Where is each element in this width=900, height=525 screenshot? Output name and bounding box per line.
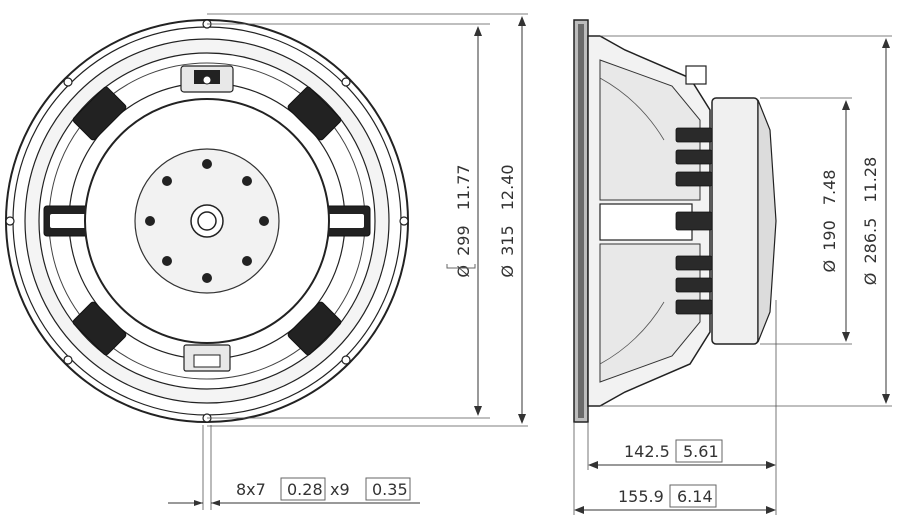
mounting-holes-in-b: 0.35	[372, 480, 408, 499]
spoke-top-left	[72, 86, 127, 141]
svg-text:Ø 299 11.77: Ø 299 11.77	[454, 164, 473, 277]
mounting-holes-in-a: 0.28	[287, 480, 323, 499]
side-motor-ribs	[675, 127, 713, 315]
magnet-diameter-dimension: Ø 190 7.48	[820, 170, 839, 273]
svg-text:Ø 190 7.48: Ø 190 7.48	[820, 170, 839, 273]
rear-diameter-dimension: Ø 286.5 11.28	[861, 157, 880, 285]
mounting-hole-dimension: 8x7 0.28 x9 0.35	[236, 477, 411, 501]
baffle-cutout-dimension: Ø 299 11.77	[454, 164, 473, 277]
mounting-holes	[5, 19, 409, 423]
outer-diameter-mm: 315	[498, 225, 517, 256]
overall-depth-mm: 155.9	[618, 487, 664, 506]
spoke-top-right	[287, 86, 342, 141]
baffle-cutout-in: 11.77	[454, 164, 473, 210]
pole-vent	[197, 211, 217, 231]
mounting-depth-dimension: 142.5 5.61	[624, 439, 723, 463]
outer-diameter-in: 12.40	[498, 164, 517, 210]
diameter-symbol: Ø	[454, 265, 473, 278]
front-dimension-lines	[168, 13, 528, 510]
svg-text:Ø 315 12.40: Ø 315 12.40	[498, 164, 517, 277]
mounting-depth-mm: 142.5	[624, 442, 670, 461]
mounting-holes-count: 8x7	[236, 480, 266, 499]
overall-depth-in: 6.14	[677, 487, 713, 506]
diameter-symbol: Ø	[861, 273, 880, 286]
side-terminal	[685, 65, 707, 85]
side-view	[573, 19, 777, 423]
side-magnet	[711, 97, 759, 345]
terminal-bottom	[183, 344, 231, 372]
side-dimension-lines	[573, 35, 892, 515]
baffle-cutout-mm: 299	[454, 225, 473, 256]
diameter-symbol: Ø	[820, 260, 839, 273]
mounting-depth-in: 5.61	[683, 442, 719, 461]
spoke-bottom-right	[287, 301, 342, 356]
overall-depth-dimension: 155.9 6.14	[618, 484, 717, 508]
terminal-top	[180, 65, 234, 93]
rear-diameter-mm: 286.5	[861, 218, 880, 264]
spoke-bottom-left	[72, 301, 127, 356]
rear-diameter-in: 11.28	[861, 157, 880, 203]
magnet-diameter-mm: 190	[820, 220, 839, 251]
front-view	[5, 19, 409, 423]
magnet-diameter-in: 7.48	[820, 170, 839, 206]
rear-plate-bolts	[145, 159, 269, 283]
diameter-symbol: Ø	[498, 265, 517, 278]
svg-text:Ø 286.5 11.28: Ø 286.5 11.28	[861, 157, 880, 285]
mounting-holes-sep: x9	[330, 480, 350, 499]
side-rear-plate	[757, 99, 777, 343]
outer-diameter-dimension: Ø 315 12.40	[498, 164, 517, 277]
